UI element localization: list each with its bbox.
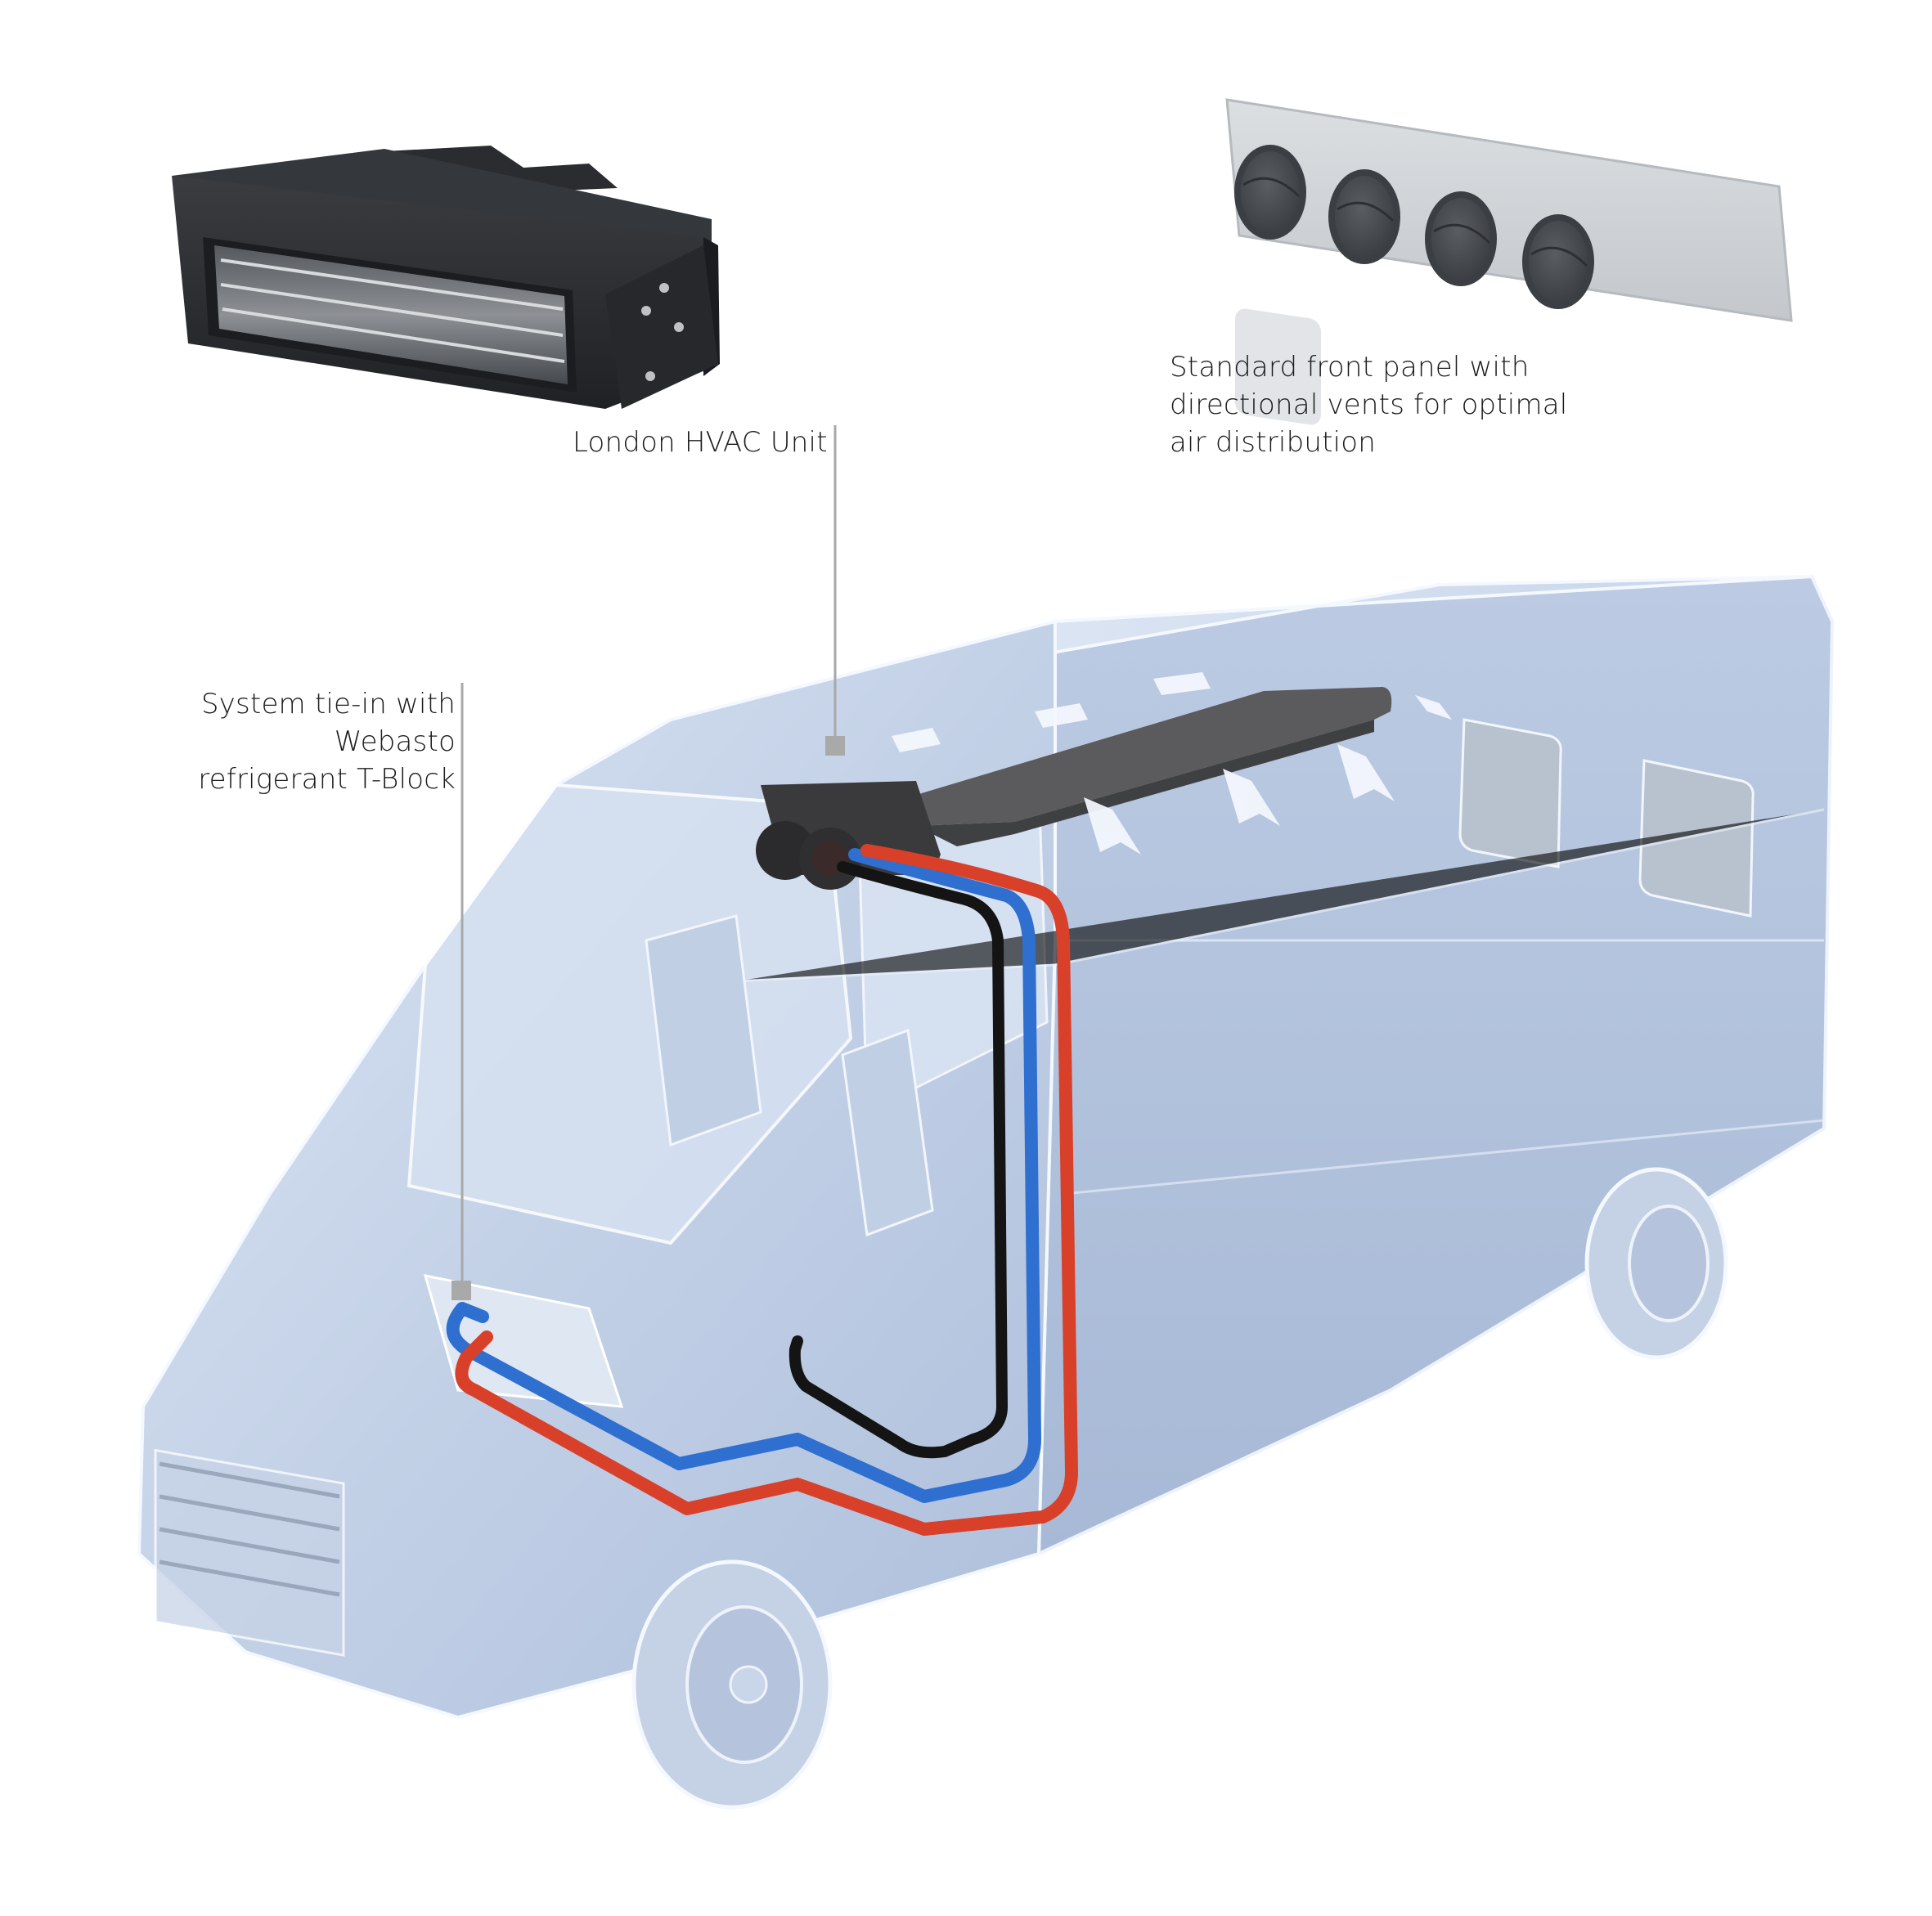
callout-panel-line-1: Standard front panel with bbox=[1170, 351, 1530, 384]
vent-3 bbox=[1425, 191, 1497, 286]
pipe-blue bbox=[446, 848, 1041, 1503]
grille bbox=[154, 1448, 345, 1657]
vent-4 bbox=[1522, 214, 1594, 309]
callout-hvac-line-1: London HVAC Unit bbox=[573, 426, 828, 459]
vent-1 bbox=[1234, 145, 1321, 425]
front-wheel bbox=[631, 1559, 833, 1810]
callout-panel-line-3: air distribution bbox=[1170, 426, 1377, 459]
callout-panel-line-2: directional vents for optimal bbox=[1170, 388, 1568, 421]
leader-hvac bbox=[825, 425, 845, 756]
callout-t-block: System tie-in with Webasto refrigerant T… bbox=[198, 685, 456, 798]
leader-tblock bbox=[452, 683, 471, 1300]
callout-hvac-unit: London HVAC Unit bbox=[573, 424, 828, 461]
vent-2 bbox=[1328, 169, 1400, 264]
hvac-unit-image bbox=[172, 146, 720, 409]
refrigerant-pipes bbox=[446, 844, 1078, 1536]
marker-tblock bbox=[452, 1281, 471, 1300]
marker-hvac bbox=[825, 736, 845, 756]
callout-tblock-line-3: refrigerant T-Block bbox=[198, 763, 456, 796]
van-illustration bbox=[137, 574, 1835, 1840]
vent-panel-image bbox=[1225, 98, 1793, 425]
roof-duct bbox=[908, 687, 1392, 846]
rear-wheel bbox=[1584, 1167, 1728, 1360]
callout-tblock-line-2: Webasto bbox=[334, 725, 456, 758]
airflow-arrows bbox=[892, 672, 1452, 855]
callout-front-panel: Standard front panel with directional ve… bbox=[1170, 348, 1567, 461]
pipe-red bbox=[455, 844, 1078, 1536]
callout-tblock-line-1: System tie-in with bbox=[200, 688, 456, 720]
pipe-black bbox=[789, 861, 1008, 1459]
